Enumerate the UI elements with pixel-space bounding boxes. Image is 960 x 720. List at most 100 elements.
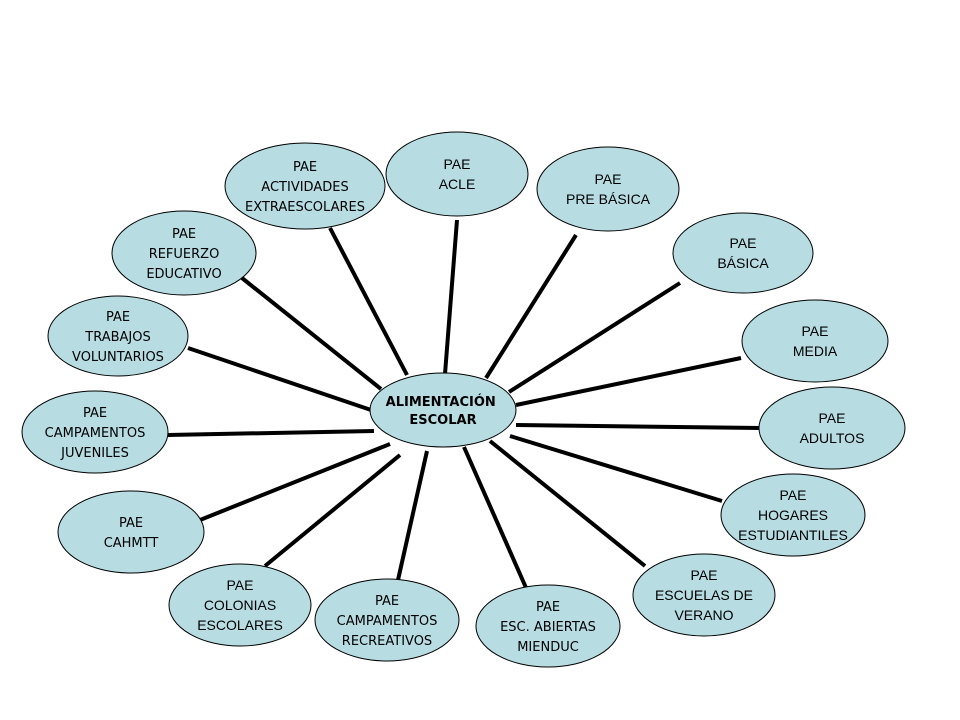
center-label-line: ESCOLAR xyxy=(409,413,476,428)
center-node: ALIMENTACIÓN ESCOLAR xyxy=(369,372,517,448)
connector-line xyxy=(199,442,391,522)
connector-line xyxy=(488,439,647,568)
connector-line xyxy=(484,233,578,380)
node-label-line: ADULTOS xyxy=(800,430,865,446)
node-pae-media: PAE MEDIA xyxy=(741,299,889,383)
node-label-line: ACTIVIDADES xyxy=(261,180,348,195)
node-shape xyxy=(314,578,460,662)
center-node-label: ALIMENTACIÓN ESCOLAR xyxy=(386,394,501,428)
node-pae-campamentos-juveniles: PAE CAMPAMENTOS JUVENILES xyxy=(21,390,169,474)
connector-line xyxy=(462,446,529,591)
node-label-line: ESC. ABIERTAS xyxy=(500,620,596,635)
node-pae-hogares-estudiantiles: PAE HOGARES ESTUDIANTILES xyxy=(720,473,866,557)
connector-line xyxy=(509,434,723,503)
node-shape xyxy=(385,131,529,217)
node-shape xyxy=(536,146,680,232)
node-pae-basica: PAE BÁSICA xyxy=(672,212,814,294)
node-label-line: PAE xyxy=(780,487,807,503)
node-pae-escuelas-de-verano: PAE ESCUELAS DE VERANO xyxy=(632,553,776,637)
node-label-line: ESTUDIANTILES xyxy=(738,527,848,543)
node-label-line: HOGARES xyxy=(758,507,828,523)
node-label: PAE CAHMTT xyxy=(104,516,159,551)
node-pae-actividades-extraescolares: PAE ACTIVIDADES EXTRAESCOLARES xyxy=(224,142,386,230)
node-label-line: PAE xyxy=(536,600,560,615)
node-label-line: PAE xyxy=(819,410,846,426)
node-pae-acle: PAE ACLE xyxy=(385,131,529,217)
node-pae-adultos: PAE ADULTOS xyxy=(758,386,906,470)
node-label: PAE BÁSICA xyxy=(717,235,769,271)
center-node-shape xyxy=(369,372,517,448)
connector-line xyxy=(443,219,459,375)
node-label-line: RECREATIVOS xyxy=(342,634,432,649)
node-shape xyxy=(475,584,621,668)
node-pae-cahmtt: PAE CAHMTT xyxy=(57,490,205,574)
node-shape xyxy=(720,473,866,557)
node-shape xyxy=(672,212,814,294)
node-shape xyxy=(758,386,906,470)
node-label-line: PAE xyxy=(227,577,254,593)
node-label: PAE MEDIA xyxy=(793,323,838,359)
node-shape xyxy=(741,299,889,383)
center-label-line: ALIMENTACIÓN xyxy=(386,394,496,410)
node-label-line: CAMPAMENTOS xyxy=(45,426,146,441)
node-label: PAE ESCUELAS DE VERANO xyxy=(655,567,753,623)
node-label: PAE ADULTOS xyxy=(800,410,865,446)
node-label: PAE COLONIAS ESCOLARES xyxy=(197,577,283,633)
node-label-line: TRABAJOS xyxy=(84,330,150,345)
node-label-line: CAHMTT xyxy=(104,536,159,551)
node-label-line: PAE xyxy=(730,235,757,251)
node-label-line: EXTRAESCOLARES xyxy=(245,200,365,215)
node-label-line: EDUCATIVO xyxy=(146,267,221,282)
node-label-line: BÁSICA xyxy=(717,255,769,271)
node-label-line: PAE xyxy=(802,323,829,339)
node-label-line: ESCUELAS DE xyxy=(655,587,753,603)
node-pae-trabajos-voluntarios: PAE TRABAJOS VOLUNTARIOS xyxy=(47,295,189,377)
node-label: PAE PRE BÁSICA xyxy=(566,171,651,207)
node-label-line: JUVENILES xyxy=(60,446,129,461)
node-shape xyxy=(168,563,312,647)
node-label-line: VERANO xyxy=(674,607,733,623)
node-shape xyxy=(224,142,386,230)
node-label: PAE HOGARES ESTUDIANTILES xyxy=(738,487,848,543)
node-label-line: PRE BÁSICA xyxy=(566,191,651,207)
connector-line xyxy=(515,356,742,407)
connector-line xyxy=(240,276,383,391)
node-label-line: PAE xyxy=(106,310,130,325)
node-label-line: PAE xyxy=(691,567,718,583)
node-pae-pre-basica: PAE PRE BÁSICA xyxy=(536,146,680,232)
connector-line xyxy=(396,450,429,581)
node-pae-colonias-escolares: PAE COLONIAS ESCOLARES xyxy=(168,563,312,647)
node-label: PAE ACTIVIDADES EXTRAESCOLARES xyxy=(245,160,365,215)
connector-lines xyxy=(167,219,761,591)
node-label-line: COLONIAS xyxy=(204,597,276,613)
node-label-line: PAE xyxy=(595,171,622,187)
node-shape xyxy=(21,390,169,474)
node-label-line: PAE xyxy=(444,156,471,172)
node-label: PAE ACLE xyxy=(439,156,476,192)
node-label-line: PAE xyxy=(293,160,317,175)
node-label-line: PAE xyxy=(119,516,143,531)
connector-line xyxy=(263,453,402,568)
node-label-line: PAE xyxy=(172,227,196,242)
connector-line xyxy=(328,227,409,376)
connector-line xyxy=(167,429,375,437)
node-shape xyxy=(111,210,257,296)
node-shape xyxy=(632,553,776,637)
node-label-line: VOLUNTARIOS xyxy=(72,350,164,365)
node-label-line: PAE xyxy=(375,594,399,609)
node-label-line: ESCOLARES xyxy=(197,617,283,633)
node-label-line: PAE xyxy=(83,406,107,421)
node-label-line: ACLE xyxy=(439,176,476,192)
node-label: PAE TRABAJOS VOLUNTARIOS xyxy=(72,310,164,365)
connector-line xyxy=(187,346,372,412)
node-shape xyxy=(57,490,205,574)
node-label-line: MEDIA xyxy=(793,343,838,359)
